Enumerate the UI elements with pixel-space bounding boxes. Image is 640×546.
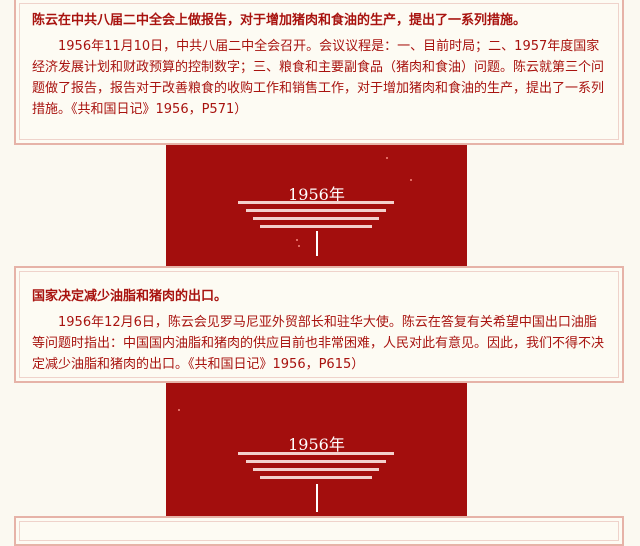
entry-card-3 <box>14 516 624 546</box>
year-marker-band-1: 1956年 <box>166 145 467 266</box>
entry-body: 1956年12月6日，陈云会见罗马尼亚外贸部长和驻华大使。陈云在答复有关希望中国… <box>32 315 605 372</box>
decorative-speck <box>410 179 412 181</box>
decorative-speck <box>178 409 180 411</box>
entry-body: 1956年11月10日，中共八届二中全会召开。会议议程是：一、目前时局；二、19… <box>32 39 605 117</box>
decorative-speck <box>298 245 300 247</box>
year-marker-band-2: 1956年 <box>166 383 467 516</box>
entry-title: 国家决定减少油脂和猪肉的出口。 <box>32 289 228 304</box>
entry-card-2: 国家决定减少油脂和猪肉的出口。 1956年12月6日，陈云会见罗马尼亚外贸部长和… <box>14 266 624 383</box>
year-label: 1956年 <box>288 185 345 204</box>
entry-card-1: 陈云在中共八届二中全会上做报告，对于增加猪肉和食油的生产，提出了一系列措施。 1… <box>14 0 624 145</box>
year-label: 1956年 <box>288 435 345 454</box>
decorative-speck <box>296 239 298 241</box>
decorative-speck <box>386 157 388 159</box>
entry-title: 陈云在中共八届二中全会上做报告，对于增加猪肉和食油的生产，提出了一系列措施。 <box>32 13 527 28</box>
